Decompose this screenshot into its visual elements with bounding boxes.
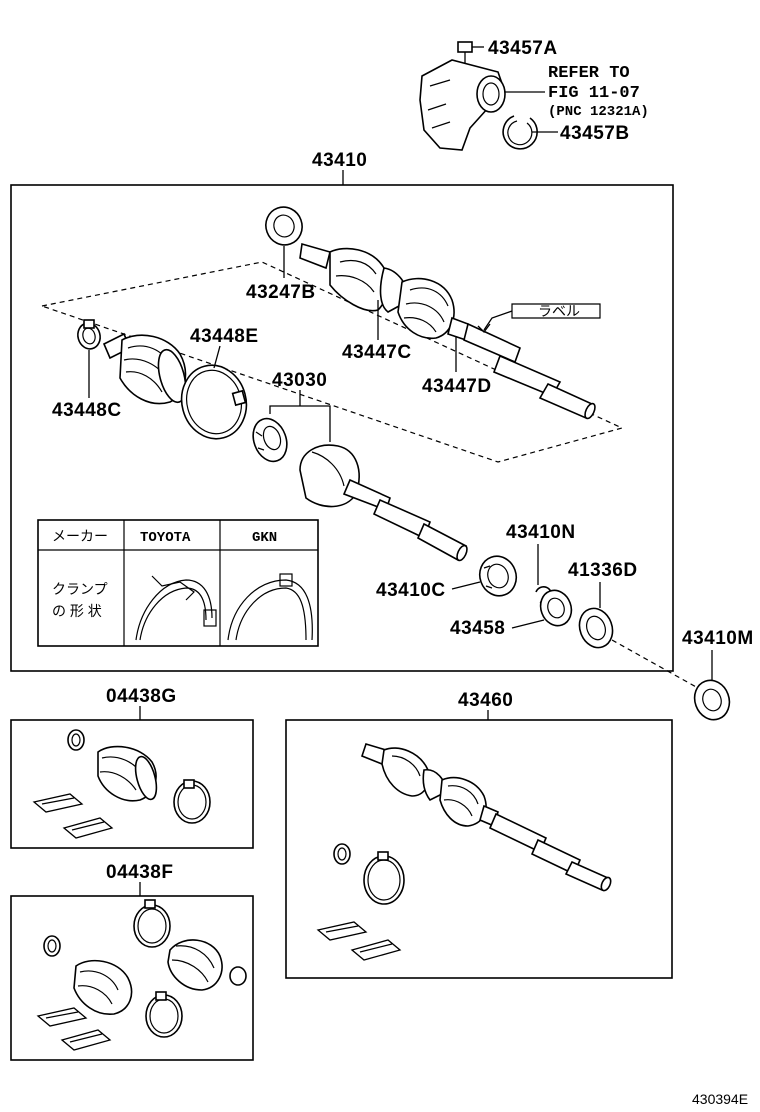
kit-f-grease-packs[interactable] bbox=[36, 1007, 112, 1051]
toyota-clamp-shape bbox=[135, 575, 217, 641]
label-41336D: 41336D bbox=[568, 560, 638, 581]
knuckle-reference-group: 43457A REFER TO FIG 11-07 (PNC 12321A) 4… bbox=[419, 38, 649, 151]
bearing-retainer-43458[interactable] bbox=[536, 586, 577, 630]
label-43447C: 43447C bbox=[342, 342, 412, 363]
label-04438F: 04438F bbox=[106, 862, 173, 883]
label-43448E: 43448E bbox=[190, 326, 259, 347]
label-43410: 43410 bbox=[312, 150, 367, 171]
label-43447D: 43447D bbox=[422, 376, 492, 397]
refer-text-line2: FIG 11-07 bbox=[548, 84, 640, 103]
table-row-label-line2: の 形 状 bbox=[52, 603, 102, 619]
refer-text-line3: (PNC 12321A) bbox=[548, 104, 649, 120]
refer-text-line1: REFER TO bbox=[548, 64, 630, 83]
shaft-kit-small-clamp[interactable] bbox=[333, 843, 351, 865]
snap-ring-43457B[interactable] bbox=[502, 115, 538, 150]
label-43410C: 43410C bbox=[376, 580, 446, 601]
clamp-shape-table: メーカー TOYOTA GKN クランプ の 形 状 bbox=[37, 519, 319, 647]
label-43457A: 43457A bbox=[488, 38, 558, 59]
bearing-43410C[interactable] bbox=[474, 551, 522, 601]
kit-f-outer-boot[interactable] bbox=[167, 939, 247, 991]
kit-f-large-clamp-bottom[interactable] bbox=[145, 991, 183, 1038]
kit-f-inner-boot[interactable] bbox=[73, 959, 133, 1015]
boot-kit-dashed-outline bbox=[39, 261, 624, 463]
boot-kit-box-04438F bbox=[10, 895, 254, 1061]
kit-g-boot[interactable] bbox=[97, 745, 160, 802]
complete-drive-shaft-43460[interactable] bbox=[361, 743, 613, 892]
main-assembly-box-43410 bbox=[10, 184, 674, 672]
table-header-gkn: GKN bbox=[252, 530, 277, 546]
inboard-shaft-assembly[interactable] bbox=[299, 444, 469, 562]
label-43247B: 43247B bbox=[246, 282, 316, 303]
label-43030: 43030 bbox=[272, 370, 327, 391]
figure-code: 430394E bbox=[692, 1091, 748, 1107]
table-header-maker: メーカー bbox=[52, 528, 108, 544]
label-43410M: 43410M bbox=[682, 628, 754, 649]
table-header-toyota: TOYOTA bbox=[140, 530, 191, 546]
complete-shaft-box-43460 bbox=[285, 719, 673, 979]
inboard-boot[interactable] bbox=[102, 332, 191, 405]
steering-knuckle-bracket[interactable] bbox=[419, 59, 506, 151]
label-tag-text: ラベル bbox=[538, 303, 580, 319]
kit-g-large-clamp[interactable] bbox=[173, 779, 211, 824]
inboard-joint-cage-43030[interactable] bbox=[247, 414, 292, 466]
shaft-kit-grease-packs[interactable] bbox=[316, 921, 402, 961]
dust-cover-43410M[interactable] bbox=[689, 675, 735, 724]
boot-kit-box-04438G bbox=[10, 719, 254, 849]
dust-seal-43247B[interactable] bbox=[261, 202, 308, 250]
label-43460: 43460 bbox=[458, 690, 513, 711]
label-43410N: 43410N bbox=[506, 522, 576, 543]
shaft-kit-large-clamp[interactable] bbox=[363, 851, 405, 905]
gkn-clamp-shape bbox=[227, 573, 313, 641]
outboard-joint-shaft[interactable] bbox=[299, 242, 597, 420]
kit-f-small-clamp[interactable] bbox=[43, 935, 61, 957]
seal-dashed-leader bbox=[611, 639, 699, 689]
label-43448C: 43448C bbox=[52, 400, 122, 421]
kit-f-large-clamp-top[interactable] bbox=[133, 899, 171, 948]
boot-clamp-large-43448E[interactable] bbox=[174, 358, 255, 446]
label-04438G: 04438G bbox=[106, 686, 177, 707]
oil-seal-41336D[interactable] bbox=[574, 604, 618, 653]
table-row-label-line1: クランプ bbox=[52, 581, 108, 597]
kit-g-grease-packs[interactable] bbox=[32, 793, 114, 839]
label-tag-callout: ラベル bbox=[477, 303, 601, 333]
kit-g-small-clamp[interactable] bbox=[67, 729, 85, 751]
bolt-43457A[interactable] bbox=[457, 41, 484, 64]
boot-clamp-small-43448C[interactable] bbox=[75, 319, 103, 351]
label-43458: 43458 bbox=[450, 618, 505, 639]
label-43457B: 43457B bbox=[560, 123, 630, 144]
